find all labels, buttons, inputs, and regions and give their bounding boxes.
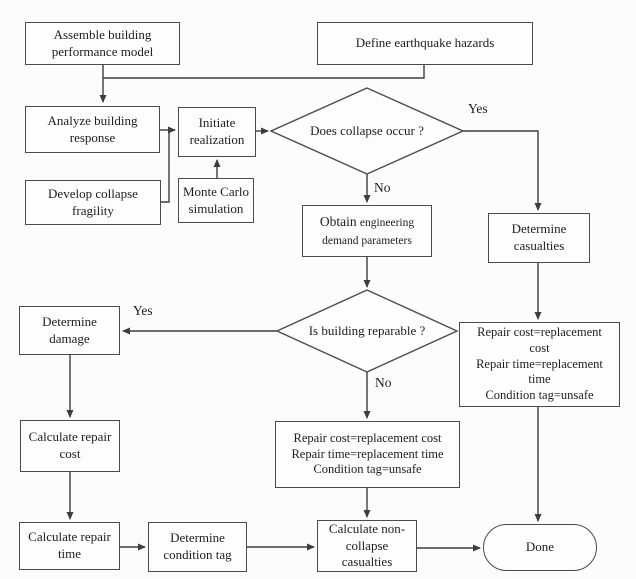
node-define-earthquake-hazards: Define earthquake hazards <box>317 22 533 65</box>
node-develop-collapse-fragility: Develop collapse fragility <box>25 180 161 225</box>
edge-collapse-yes-to-casualties <box>463 130 542 211</box>
node-determine-damage: Determine damage <box>19 306 120 355</box>
decision-is-building-reparable <box>275 289 459 373</box>
obtain-edp-lead: Obtain <box>319 214 357 230</box>
obtain-edp-line2: demand parameters <box>322 235 412 247</box>
node-monte-carlo-simulation: Monte Carlo simulation <box>178 178 254 223</box>
node-calculate-noncollapse-casualties: Calculate non- collapse casualties <box>317 520 417 572</box>
obtain-edp-line1: Obtain engineering <box>320 213 414 231</box>
edge-label-reparable-no: No <box>375 375 392 390</box>
node-collapse-consequences: Repair cost=replacement cost Repair time… <box>459 322 620 407</box>
decision-label-does-collapse-occur: Does collapse occur ? <box>310 123 424 138</box>
obtain-edp-text: Obtain engineering demand parameters <box>320 213 414 248</box>
node-irreparable-consequences: Repair cost=replacement cost Repair time… <box>275 421 460 488</box>
decision-does-collapse-occur <box>269 87 465 175</box>
node-calculate-repair-cost: Calculate repair cost <box>20 420 120 472</box>
node-obtain-engineering-demand-parameters: Obtain engineering demand parameters <box>302 205 432 257</box>
edge-label-reparable-yes: Yes <box>133 303 153 318</box>
node-done: Done <box>483 524 597 571</box>
node-assemble-performance-model: Assemble building performance model <box>25 22 180 65</box>
obtain-edp-line1-rest: engineering <box>359 217 415 230</box>
decision-label-is-building-reparable: Is building reparable ? <box>308 323 426 338</box>
edge-label-collapse-no: No <box>374 180 391 195</box>
edge-develop-to-initiate-junction <box>161 131 170 203</box>
node-initiate-realization: Initiate realization <box>178 107 256 157</box>
node-calculate-repair-time: Calculate repair time <box>19 522 120 570</box>
edge-define-to-junction <box>103 65 425 79</box>
node-analyze-building-response: Analyze building response <box>25 106 160 153</box>
edge-label-collapse-yes: Yes <box>468 101 488 116</box>
node-determine-casualties: Determine casualties <box>488 213 590 263</box>
node-determine-condition-tag: Determine condition tag <box>148 522 247 572</box>
